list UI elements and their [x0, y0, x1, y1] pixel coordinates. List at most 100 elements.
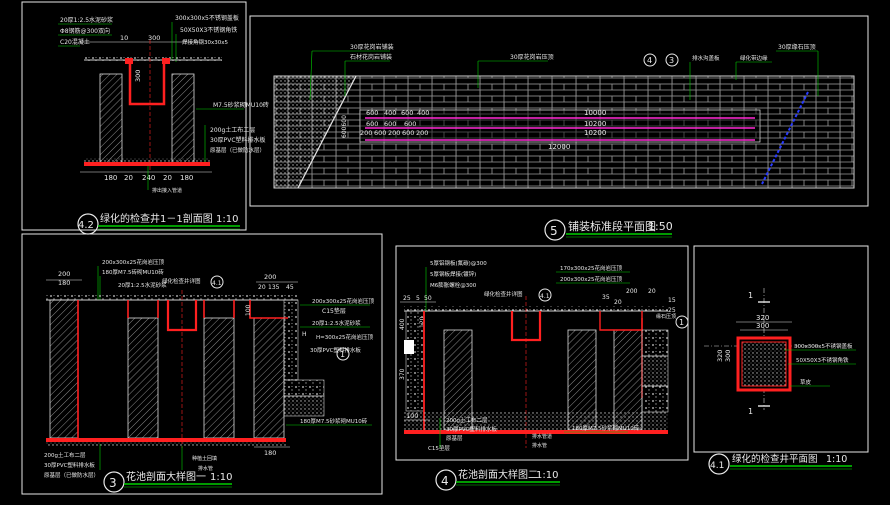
p41-title-num: 4.1: [710, 461, 724, 471]
p5-dim-r1-2: 400: [384, 109, 396, 117]
p4-dim-25: 25: [403, 295, 411, 302]
p3-callout-41-num: 4.1: [212, 280, 222, 287]
p4-dim-r15: 15: [668, 297, 676, 304]
p3-note-bl1: 200g土工布二层: [44, 451, 86, 459]
p5-dim-12000: 12000: [548, 143, 570, 151]
p4-dim-50: 50: [424, 295, 432, 302]
p4-dim-r20a: 20: [648, 288, 656, 295]
p4-callout-41: [538, 288, 552, 302]
p4-note-c15: C15垫层: [428, 444, 450, 452]
p3-note-r1: 200x300x25花岗岩压顶: [312, 297, 375, 305]
p3-note-bl3: 原基层（已做防水层）: [44, 471, 99, 479]
p3-note-top3: 20厚1:2.5水泥砂浆: [118, 281, 167, 289]
p4-title-bubble: [435, 469, 457, 491]
p3-dim-r200: 200: [264, 273, 276, 281]
p4-note-center: 绿化检查井详图: [484, 290, 523, 298]
p42-note-soil: 200g土工布二层: [210, 126, 255, 134]
p41-note-1: 300x300x5不锈钢盖板: [794, 342, 853, 350]
p42-note-3: C20混凝土: [60, 38, 90, 46]
p5-dim-left: 600600: [341, 115, 348, 138]
p5-callout-4: [643, 53, 657, 67]
p5-note-d: 30厚缘石压顶: [778, 43, 816, 51]
p41-dim-top1: 320: [756, 314, 769, 322]
p5-scale: 1:50: [648, 220, 673, 233]
p4-note-b1: 200g土工布二层: [446, 416, 488, 424]
p41-scale: 1:10: [826, 454, 847, 465]
p42-dim-b4: 20: [163, 174, 172, 182]
p3-note-bottom: 种植土回填: [192, 455, 217, 462]
panel-5-paving-plan: 600 400 600 400 600 600 600 200 600 200 …: [249, 15, 869, 241]
p5-dim-r1-1: 600: [366, 109, 378, 117]
p4-note-l3: M6膨胀螺栓@300: [430, 281, 477, 289]
p5-callout-4-num: 4: [647, 56, 652, 65]
p3-note-r5: 30厚PVC塑料排水板: [310, 346, 361, 354]
panel-3-frame: [21, 233, 383, 495]
p41-note-2: 50X50X3不锈钢角铁: [796, 356, 849, 364]
p5-dim-r3-4: 600: [402, 129, 414, 137]
p42-dim-300: 300: [148, 34, 160, 42]
p42-dim-b3: 240: [142, 174, 155, 182]
p42-note-pipe: 30厚PVC塑料排水板: [210, 136, 266, 144]
p5-dim-r2-2: 600: [384, 120, 396, 128]
p42-note-2: Φ8钢筋@300双向: [60, 27, 110, 35]
p42-inspection-chamber: [128, 60, 166, 106]
p3-dim-r135: 135: [268, 284, 280, 291]
p3-dim-200: 200: [58, 270, 70, 278]
p42-title-num: 4.2: [78, 220, 94, 231]
p41-sect-bottom: 1: [748, 407, 753, 416]
p4-title: 花池剖面大样图二: [458, 468, 538, 481]
p5-dim-r3-1: 200: [360, 129, 372, 137]
p5-dim-r2-3: 600: [404, 120, 416, 128]
p4-callout-41-num: 4.1: [540, 293, 550, 300]
p42-scale: 1:10: [216, 214, 238, 225]
p5-dim-r2-1: 600: [366, 120, 378, 128]
p42-note-base: 原基层（已做防水层）: [210, 146, 265, 154]
p3-dim-180: 180: [58, 279, 70, 287]
p4-note-r2: 200x300x25花岗岩压顶: [560, 275, 623, 283]
p3-note-h: H: [302, 331, 307, 338]
p41-note-3: 草皮: [800, 378, 812, 386]
p4-note-b2: 30厚PVC塑料排水板: [446, 425, 497, 433]
p5-title-bubble: [544, 219, 566, 241]
p5-note-f: 绿化带边缘: [740, 54, 768, 62]
p5-dim-r3-2: 600: [374, 129, 386, 137]
p41-title: 绿化的检查井平面图: [732, 453, 818, 465]
p41-dim-left1: 320: [716, 350, 724, 362]
p4-dim-r200: 200: [626, 288, 638, 295]
p5-title: 铺装标准段平面图: [568, 219, 656, 233]
p4-dim-100: 100: [406, 412, 418, 420]
p41-sect-top: 1: [748, 291, 753, 300]
p41-title-bubble: [708, 453, 730, 475]
p5-note-e: 排水沟盖板: [692, 54, 720, 62]
p4-note-l1: 5厚铝钢板(氟碳)@300: [430, 259, 487, 267]
p3-note-r2: C15垫层: [322, 307, 346, 315]
panel-4-2-section: 20厚1:2.5水泥砂浆 Φ8钢筋@300双向 C20混凝土 10 300 30…: [21, 1, 269, 235]
panel-3-planter-section-1: 200 180 200x300x25花岗岩压顶 180厚M7.5砖砌MU10砖 …: [21, 233, 383, 495]
p5-callout-3-num: 3: [669, 56, 674, 65]
p4-note-wall: 180厚M7.5砂浆砌MU10砖: [572, 424, 640, 432]
p5-dim-r3-5: 200: [416, 129, 428, 137]
p3-title-bubble: [103, 471, 125, 493]
p42-note-1: 20厚1:2.5水泥砂浆: [60, 16, 113, 24]
p42-note-frame: 焊接角钢30x30x5: [182, 38, 229, 46]
p5-callout-3: [665, 53, 679, 67]
p42-note-drain: 排出接入管道: [152, 187, 182, 194]
p4-callout-1-num: 1: [679, 318, 684, 327]
p3-note-top2: 180厚M7.5砖砌MU10砖: [102, 268, 164, 276]
p4-scale: 1:10: [536, 470, 558, 481]
p42-dim-vert-300: 300: [134, 70, 142, 82]
p3-dim-r45: 45: [286, 284, 294, 291]
p3-callout-1-num: 1: [340, 350, 345, 359]
p3-note-top1: 200x300x25花岗岩压顶: [102, 258, 165, 266]
p41-chamber-cover: [741, 341, 787, 387]
p42-dim-b5: 180: [180, 174, 193, 182]
p3-note-wall: 180厚M7.5砂浆砌MU10砖: [300, 417, 368, 425]
p41-dim-top2: 300: [756, 322, 769, 330]
panel-4-1-frame: [693, 245, 869, 453]
p3-title-num: 3: [109, 476, 117, 490]
p5-dim-r1-4: 400: [417, 109, 429, 117]
p5-note-c: 30厚花岗岩压顶: [510, 53, 554, 61]
p5-note-a: 30厚花岗岩铺装: [350, 43, 394, 51]
p4-dim-r25: 25: [668, 307, 676, 314]
p42-note-wall: M7.5砂浆砌MU10砖: [213, 101, 269, 109]
